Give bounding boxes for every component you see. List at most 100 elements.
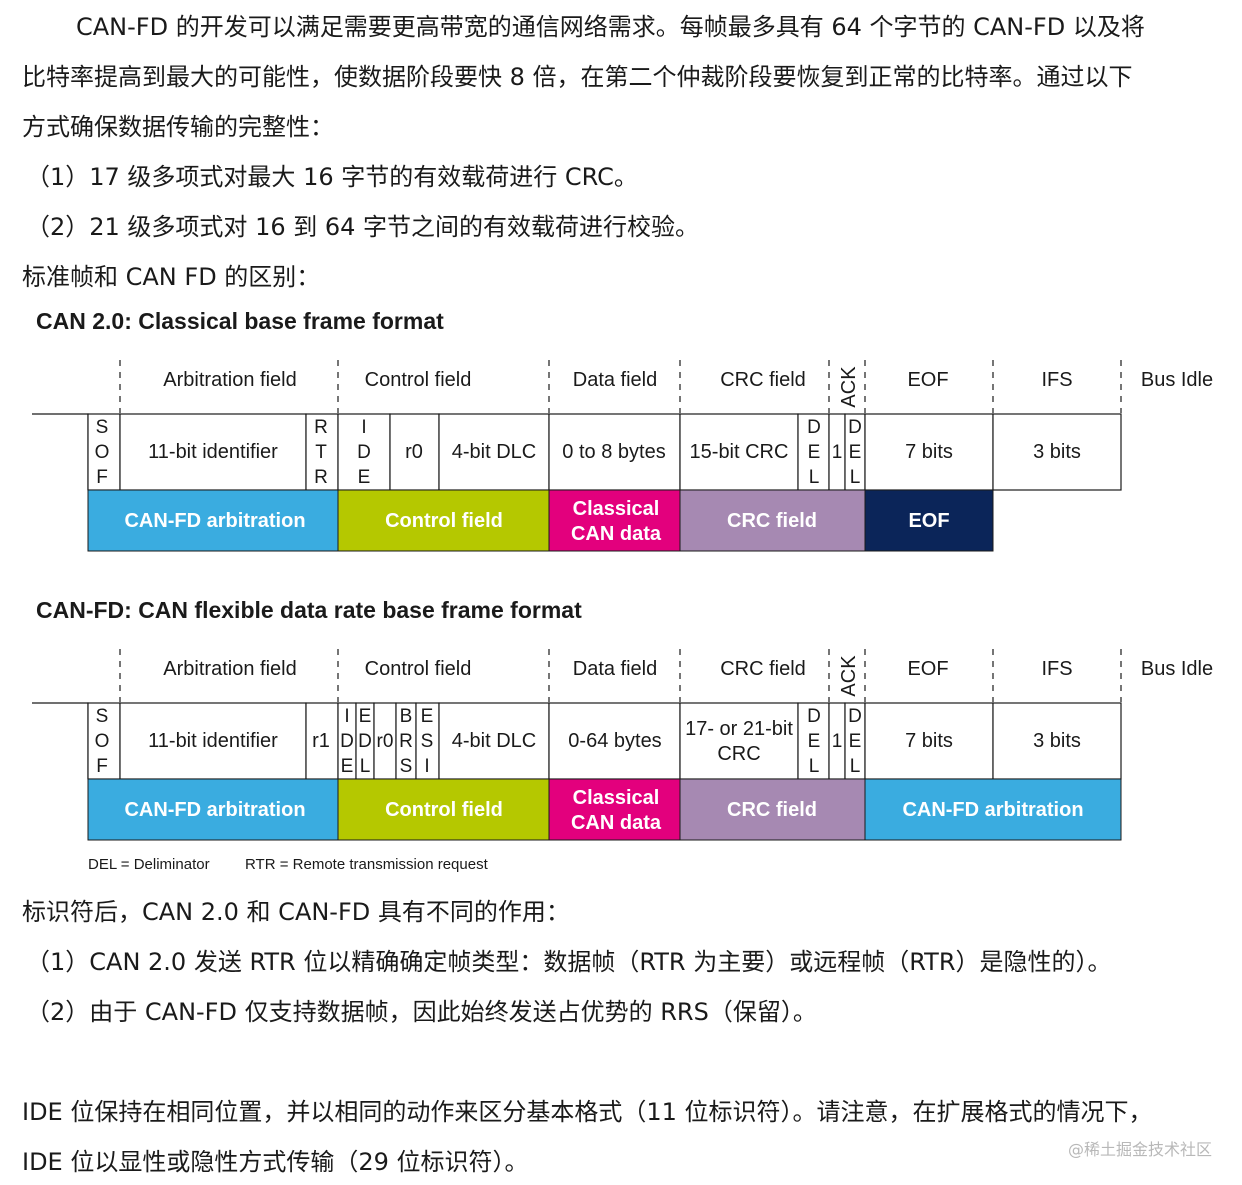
d1-label-data: Data field: [573, 369, 658, 391]
d2-del2-l: L: [850, 756, 861, 777]
d2-brs-r: R: [399, 731, 413, 752]
d1-del2-l: L: [850, 467, 861, 488]
d2-eof-bits: 7 bits: [905, 730, 953, 752]
d1-band-data-label-1: Classical: [573, 498, 660, 520]
d2-ide-e: E: [341, 756, 354, 777]
d2-ide-d: D: [340, 731, 354, 752]
d2-label-crc: CRC field: [720, 658, 806, 680]
d1-r0: r0: [405, 441, 423, 463]
d1-rtr-r2: R: [314, 467, 328, 488]
intro-line-3: 方式确保数据传输的完整性：: [22, 113, 334, 141]
d2-band-control-label: Control field: [385, 799, 503, 821]
d1-band-control: [337, 489, 550, 552]
d2-band-crc-label: CRC field: [727, 799, 817, 821]
d1-crc: 15-bit CRC: [690, 441, 789, 463]
d2-edl-d: D: [358, 731, 372, 752]
d1-band-arbitration: [87, 489, 339, 552]
legend-rtr: RTR = Remote transmission request: [245, 856, 488, 873]
d1-band-data: [548, 489, 681, 552]
after-intro: 标识符后，CAN 2.0 和 CAN-FD 具有不同的作用：: [22, 898, 570, 926]
diagram1-title: CAN 2.0: Classical base frame format: [36, 308, 444, 334]
d2-sof-f: F: [96, 756, 108, 777]
d1-data: 0 to 8 bytes: [562, 441, 665, 463]
d2-band-arbitration-2: [864, 778, 1122, 841]
d2-del-d: D: [807, 706, 821, 727]
can20-frame-diagram: Arbitration field Control field Data fie…: [32, 360, 1213, 552]
d1-label-bus-idle: Bus Idle: [1141, 369, 1213, 391]
d2-brs-b: B: [400, 706, 413, 727]
d2-del-e: E: [808, 731, 821, 752]
d1-identifier: 11-bit identifier: [148, 441, 278, 463]
d2-r0: r0: [377, 731, 394, 752]
d2-band-data-label-1: Classical: [573, 787, 660, 809]
ide-line-2: IDE 位以显性或隐性方式传输（29 位标识符）。: [22, 1148, 529, 1176]
d1-sof-f: F: [96, 467, 108, 488]
d1-ide-d: D: [357, 442, 371, 463]
d1-band-control-label: Control field: [385, 510, 503, 532]
d2-band-data-label-2: CAN data: [571, 812, 662, 834]
d2-sof-s: S: [96, 706, 109, 727]
d2-ide-i: I: [344, 706, 349, 727]
d1-band-crc-label: CRC field: [727, 510, 817, 532]
diagram2-title: CAN-FD: CAN flexible data rate base fram…: [36, 597, 582, 623]
d2-edl-e: E: [359, 706, 372, 727]
d2-esi-e: E: [421, 706, 434, 727]
d2-band-crc: [679, 778, 866, 841]
list-item-crc21: （2）21 级多项式对 16 到 64 字节之间的有效载荷进行校验。: [26, 213, 700, 241]
d1-del-d: D: [807, 417, 821, 438]
d2-band-control: [337, 778, 550, 841]
d2-label-ack: ACK: [838, 655, 860, 697]
d2-ack-bit: 1: [832, 731, 843, 752]
d1-label-crc: CRC field: [720, 369, 806, 391]
intro-line-1: CAN-FD 的开发可以满足需要更高带宽的通信网络需求。每帧最多具有 64 个字…: [76, 13, 1145, 41]
d2-crc-line2: CRC: [717, 743, 760, 765]
d1-sof-o: O: [95, 442, 110, 463]
d2-edl-l: L: [360, 756, 371, 777]
d1-band-data-label-2: CAN data: [571, 523, 662, 545]
d2-brs-s: S: [400, 756, 413, 777]
d2-label-arbitration: Arbitration field: [163, 658, 296, 680]
d1-del2-d: D: [848, 417, 862, 438]
d2-del2-d: D: [848, 706, 862, 727]
d2-sof-o: O: [95, 731, 110, 752]
d2-label-ifs: IFS: [1041, 658, 1072, 680]
legend-del: DEL = Deliminator: [88, 856, 210, 873]
d2-crc-line1: 17- or 21-bit: [685, 718, 793, 740]
d1-ifs-bits: 3 bits: [1033, 441, 1081, 463]
intro-line-2: 比特率提高到最大的可能性，使数据阶段要快 8 倍，在第二个仲裁阶段要恢复到正常的…: [22, 63, 1133, 91]
watermark: @稀土掘金技术社区: [1067, 1140, 1212, 1159]
d2-band-arbitration-2-label: CAN-FD arbitration: [902, 799, 1083, 821]
d1-label-eof: EOF: [907, 369, 948, 391]
d2-dlc: 4-bit DLC: [452, 730, 536, 752]
d1-ack-bit: 1: [832, 442, 843, 463]
d1-del2-e: E: [849, 442, 862, 463]
list-item-crc17: （1）17 级多项式对最大 16 字节的有效载荷进行 CRC。: [26, 163, 638, 191]
d2-label-eof: EOF: [907, 658, 948, 680]
ide-line-1: IDE 位保持在相同位置，并以相同的动作来区分基本格式（11 位标识符）。请注意…: [22, 1098, 1153, 1126]
d2-label-bus-idle: Bus Idle: [1141, 658, 1213, 680]
d1-del-e: E: [808, 442, 821, 463]
d1-ide-i: I: [361, 417, 366, 438]
d1-label-ack: ACK: [838, 366, 860, 408]
d1-label-arbitration: Arbitration field: [163, 369, 296, 391]
d2-r1: r1: [312, 730, 330, 752]
d2-esi-i: I: [424, 756, 429, 777]
d1-sof-s: S: [96, 417, 109, 438]
after-item-rtr: （1）CAN 2.0 发送 RTR 位以精确确定帧类型：数据帧（RTR 为主要）…: [26, 948, 1112, 976]
d2-identifier: 11-bit identifier: [148, 730, 278, 752]
d2-data: 0-64 bytes: [568, 730, 661, 752]
d1-rtr-t: T: [315, 442, 327, 463]
d1-dlc: 4-bit DLC: [452, 441, 536, 463]
d2-del-l: L: [809, 756, 820, 777]
d2-label-data: Data field: [573, 658, 658, 680]
d1-rtr-r: R: [314, 417, 328, 438]
d1-band-arbitration-label: CAN-FD arbitration: [124, 510, 305, 532]
d2-esi-s: S: [421, 731, 434, 752]
d1-eof-bits: 7 bits: [905, 441, 953, 463]
d2-label-control: Control field: [365, 658, 472, 680]
d2-ifs-bits: 3 bits: [1033, 730, 1081, 752]
d1-band-crc: [679, 489, 866, 552]
d2-band-arbitration: [87, 778, 339, 841]
d2-del2-e: E: [849, 731, 862, 752]
d1-ide-e: E: [358, 467, 371, 488]
